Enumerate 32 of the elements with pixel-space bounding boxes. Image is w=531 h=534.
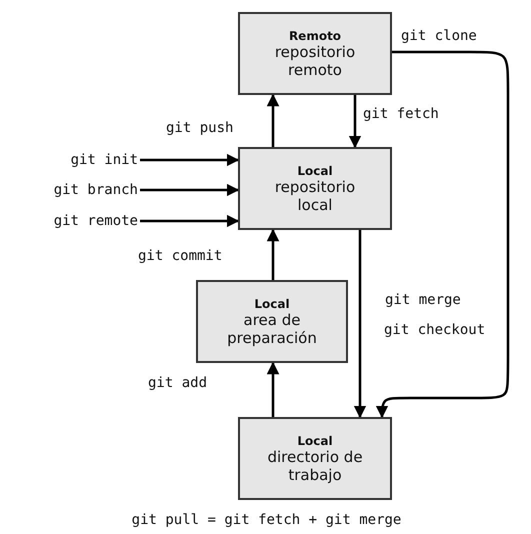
- box-text: repositorio remoto: [274, 42, 356, 78]
- box-heading: Remoto: [288, 28, 342, 42]
- arrow: [140, 154, 240, 166]
- arrow: [266, 94, 280, 147]
- arrow: [266, 228, 280, 280]
- arrow: [354, 230, 366, 418]
- edge-label: git add: [147, 375, 208, 391]
- process-box: [238, 147, 392, 230]
- command-label: git remote: [54, 213, 138, 229]
- box-heading: Local: [254, 296, 290, 310]
- edge-label: git commit: [137, 248, 224, 264]
- edge-label: git push: [165, 120, 234, 136]
- edge-label: git clone: [400, 28, 478, 44]
- command-label: git init: [70, 152, 138, 168]
- box-text: repositorio local: [274, 178, 356, 214]
- arrow: [348, 95, 362, 148]
- command-label: git checkout: [383, 322, 486, 338]
- arrow: [140, 214, 240, 228]
- process-box: [238, 12, 392, 95]
- edge-label: git fetch: [362, 106, 440, 122]
- arrow: [266, 362, 280, 417]
- box-heading: Local: [297, 434, 333, 448]
- box-text: directorio de trabajo: [266, 448, 364, 484]
- command-label: git branch: [54, 182, 138, 198]
- edge-label: git merge: [384, 292, 462, 308]
- arrow: [376, 50, 510, 418]
- process-box: [196, 280, 348, 363]
- arrow: [140, 184, 240, 196]
- box-text: area de preparación: [226, 310, 318, 346]
- box-heading: Local: [297, 164, 333, 178]
- process-box: [238, 417, 392, 500]
- caption: git pull = git fetch + git merge: [130, 512, 402, 528]
